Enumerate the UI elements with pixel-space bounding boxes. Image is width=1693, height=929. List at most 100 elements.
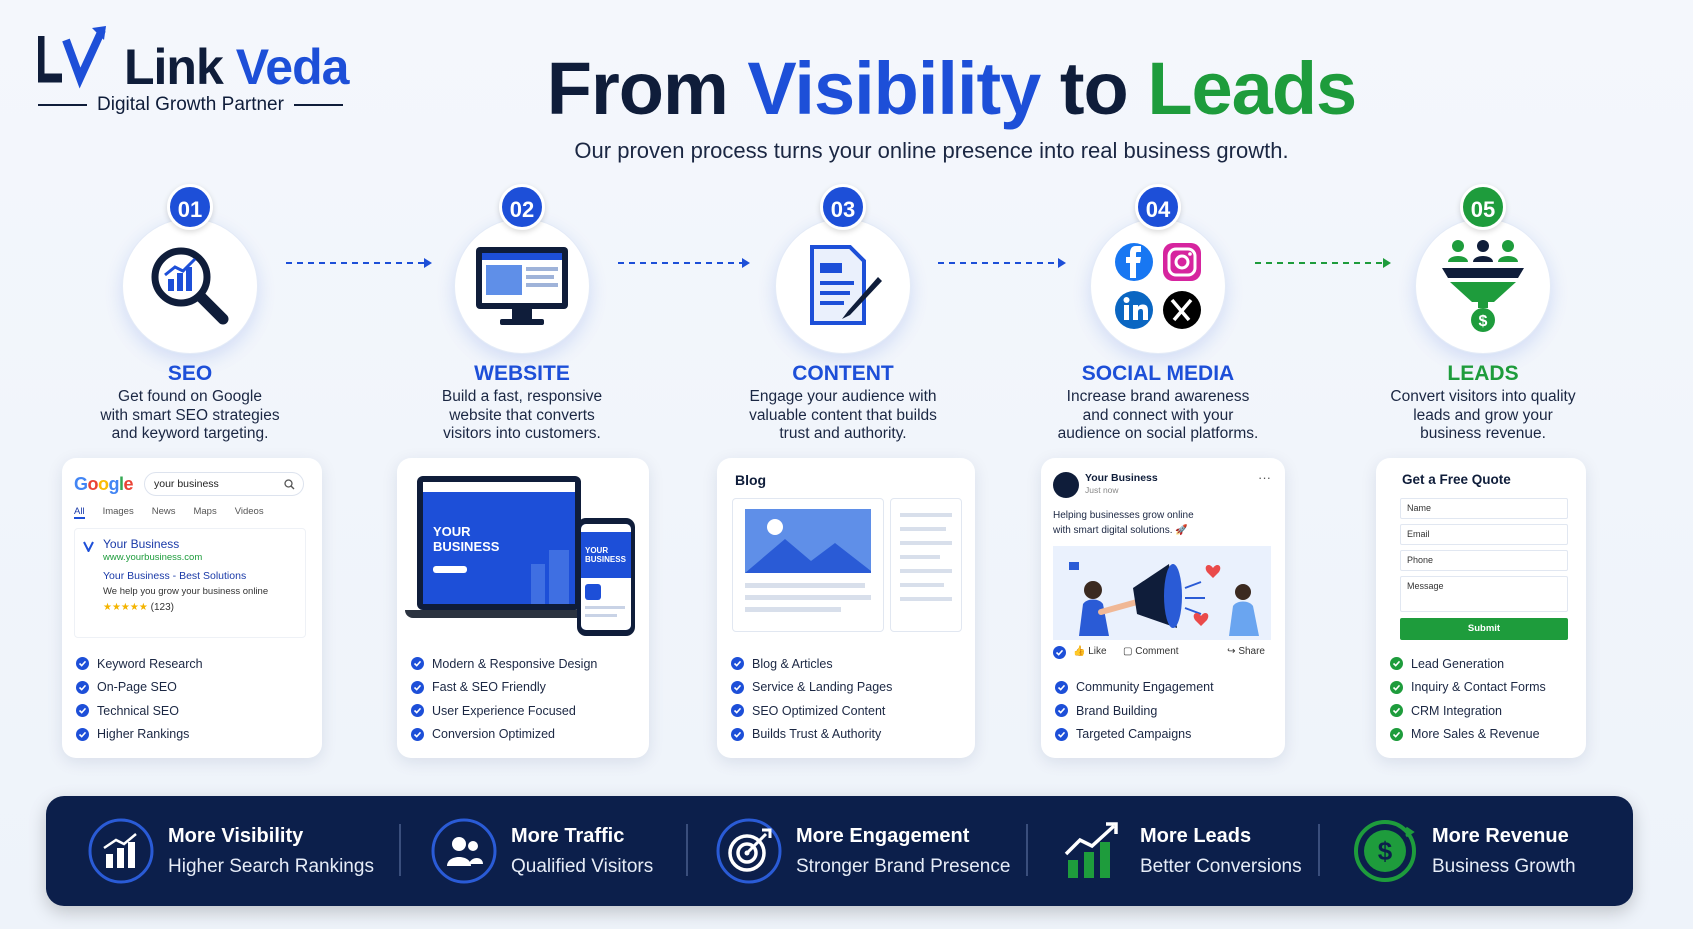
result-rating: ★★★★★ (123) [103, 602, 174, 613]
list-item: Targeted Campaigns [1055, 723, 1214, 747]
tab-news[interactable]: News [151, 506, 176, 517]
search-icon[interactable] [284, 479, 295, 490]
comment-icon: ▢ [1123, 646, 1133, 657]
social-features: Community Engagement Brand Building Targ… [1055, 676, 1214, 747]
leads-card: Get a Free Quote Name Email Phone Messag… [1376, 458, 1586, 758]
site-favicon-icon [83, 541, 94, 552]
arrow-icon [618, 258, 750, 268]
seo-features: Keyword Research On-Page SEO Technical S… [76, 652, 203, 746]
tab-videos[interactable]: Videos [234, 506, 264, 517]
image-placeholder-icon [745, 509, 871, 573]
list-item: Higher Rankings [76, 723, 203, 747]
email-field[interactable]: Email [1400, 524, 1568, 545]
list-item: Keyword Research [76, 652, 203, 676]
step-number: 02 [499, 184, 545, 230]
list-item: Conversion Optimized [411, 723, 597, 747]
leads-features: Lead Generation Inquiry & Contact Forms … [1390, 652, 1546, 746]
page-title: From Visibility to Leads [546, 47, 1357, 130]
step-circle [775, 218, 911, 354]
check-icon [731, 704, 744, 718]
phone-field[interactable]: Phone [1400, 550, 1568, 571]
benefit-sub: Higher Search Rankings [168, 855, 374, 877]
post-time: Just now [1085, 485, 1119, 495]
list-item: On-Page SEO [76, 676, 203, 700]
list-item: Community Engagement [1055, 676, 1214, 700]
name-field[interactable]: Name [1400, 498, 1568, 519]
arrow-icon [286, 258, 432, 268]
brand-name: Link Veda [124, 39, 349, 95]
account-name: Your Business [1085, 472, 1158, 484]
check-icon [1390, 704, 1403, 718]
list-item: CRM Integration [1390, 699, 1546, 723]
step-number: 04 [1135, 184, 1181, 230]
result-subtitle[interactable]: Your Business - Best Solutions [103, 570, 247, 582]
seo-card: Google your business All Images News Map… [62, 458, 322, 758]
divider [1318, 824, 1320, 876]
check-icon [1055, 680, 1068, 694]
blog-post-preview [732, 498, 884, 632]
step-name: CONTENT [792, 362, 894, 385]
check-icon [1055, 704, 1068, 718]
check-icon [1390, 727, 1403, 741]
benefit-sub: Stronger Brand Presence [796, 855, 1011, 877]
check-icon [1053, 646, 1066, 659]
comment-button[interactable]: ▢ Comment [1123, 646, 1179, 657]
tab-maps[interactable]: Maps [193, 506, 217, 517]
social-card: Your Business Just now ··· Helping busin… [1041, 458, 1285, 758]
tab-all[interactable]: All [74, 506, 85, 519]
tab-images[interactable]: Images [102, 506, 134, 517]
result-snippet: We help you grow your business online [103, 586, 269, 597]
result-title[interactable]: Your Business [103, 537, 180, 551]
check-icon [731, 680, 744, 694]
check-icon [731, 657, 744, 671]
website-features: Modern & Responsive Design Fast & SEO Fr… [411, 652, 597, 746]
brand-tagline: Digital Growth Partner [38, 94, 343, 116]
list-item: SEO Optimized Content [731, 699, 892, 723]
search-input[interactable]: your business [144, 472, 304, 496]
list-item: User Experience Focused [411, 699, 597, 723]
submit-button[interactable]: Submit [1400, 618, 1568, 640]
check-icon [1390, 657, 1403, 671]
step-name: SEO [167, 362, 213, 385]
monitor-icon [476, 247, 568, 325]
target-icon [716, 818, 782, 884]
list-item: Service & Landing Pages [731, 676, 892, 700]
dollar-icon: $ [1354, 820, 1416, 882]
list-item: Modern & Responsive Design [411, 652, 597, 676]
list-item: Technical SEO [76, 699, 203, 723]
check-icon [1055, 727, 1068, 741]
document-pen-icon [810, 245, 882, 325]
google-search-mock: Google your business All Images News Map… [72, 466, 307, 641]
search-result: Your Business www.yourbusiness.com Your … [74, 528, 306, 638]
share-button[interactable]: ↪ Share [1227, 646, 1265, 657]
like-button[interactable]: 👍 Like [1073, 646, 1107, 657]
facebook-icon [1115, 243, 1153, 281]
google-logo: Google [74, 474, 134, 494]
svg-text:$: $ [1479, 313, 1488, 330]
arrow-icon [938, 258, 1066, 268]
message-field[interactable]: Message [1400, 576, 1568, 612]
step-circle: $ [1415, 218, 1551, 354]
check-icon [411, 657, 424, 671]
instagram-icon [1163, 243, 1201, 281]
step-circle [1090, 218, 1226, 354]
result-url: www.yourbusiness.com [103, 552, 203, 563]
check-icon [76, 680, 89, 694]
benefit-sub: Business Growth [1432, 855, 1576, 877]
check-icon [76, 657, 89, 671]
more-options-icon[interactable]: ··· [1258, 470, 1271, 485]
list-item: Fast & SEO Friendly [411, 676, 597, 700]
bar-chart-icon [88, 818, 154, 884]
